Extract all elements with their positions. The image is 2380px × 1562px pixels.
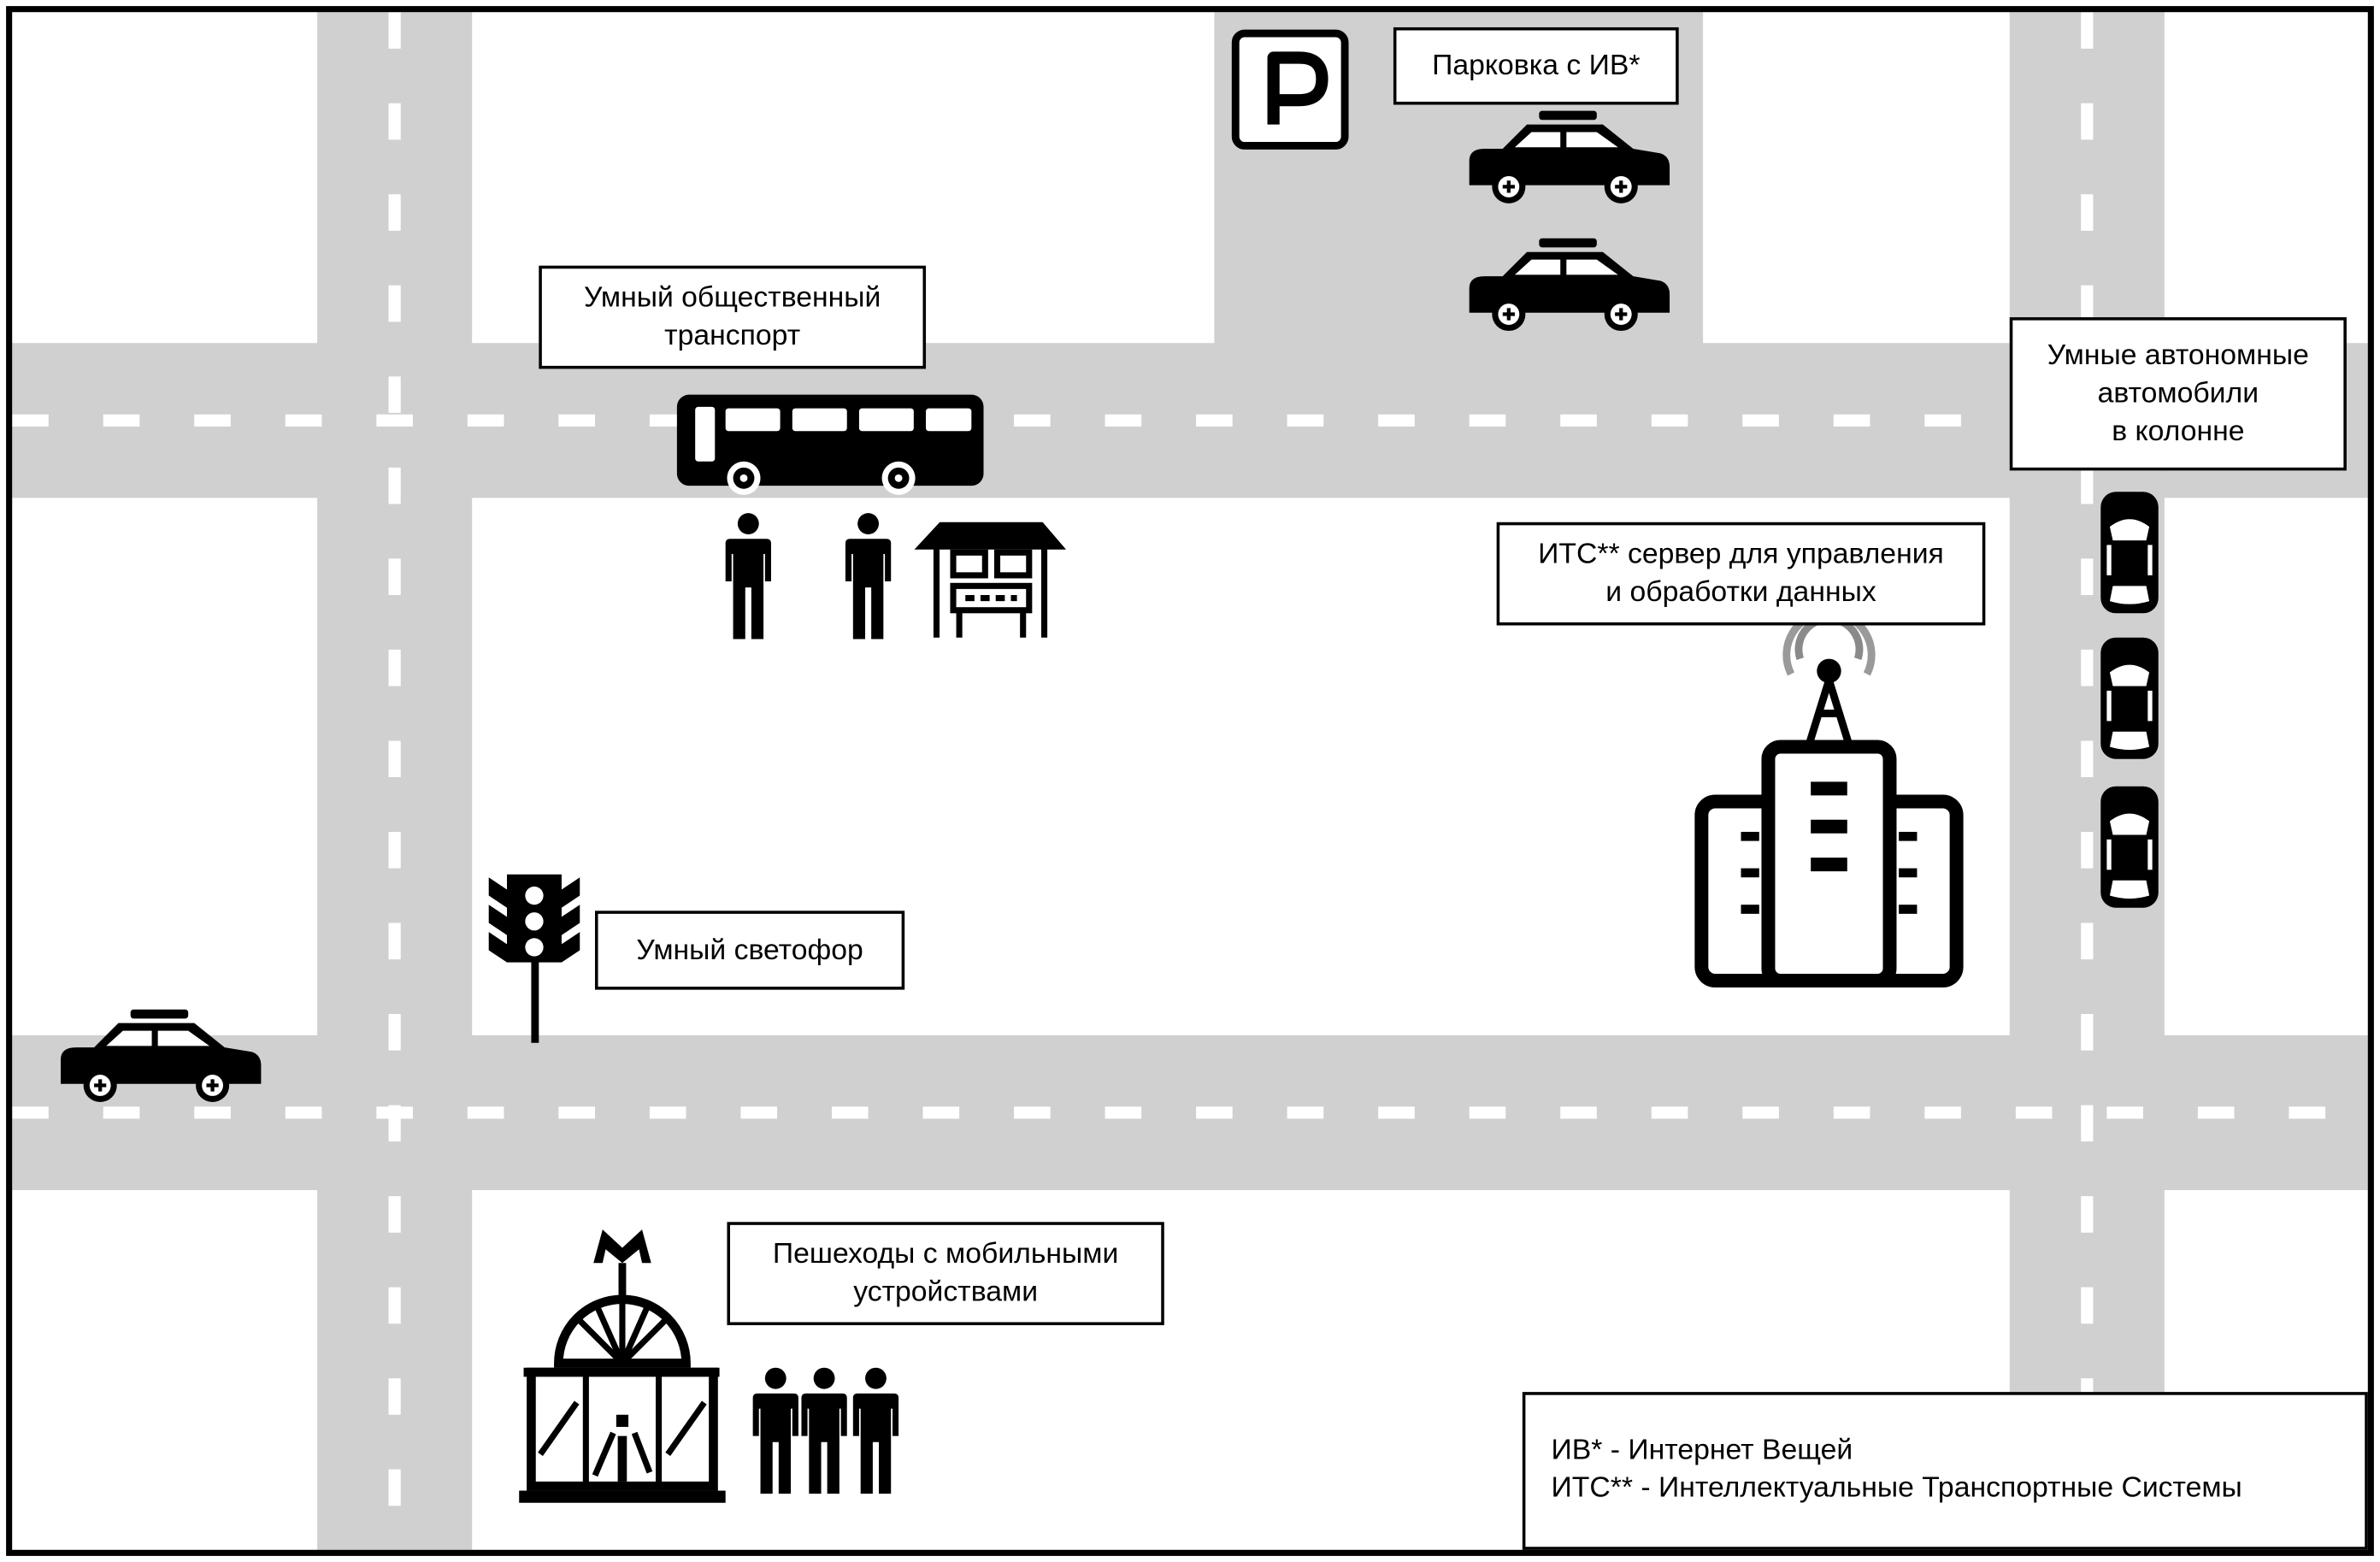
autonomous-cars-label: Умные автономные автомобили в колонне	[2009, 317, 2347, 471]
parking-label: Парковка с ИВ*	[1393, 27, 1679, 105]
legend-its: ИТС** - Интеллектуальные Транспортные Си…	[1551, 1472, 2242, 1505]
smart-transport-label: Умный общественный транспорт	[539, 265, 927, 369]
autonomous-car-icon	[2100, 492, 2159, 614]
pedestrians-label: Пешеходы с мобильными устройствами	[727, 1222, 1164, 1326]
traffic-light-label-text: Умный светофор	[636, 934, 863, 967]
parking-label-text: Парковка с ИВ*	[1432, 50, 1641, 82]
bus-stop-icon	[914, 522, 1067, 638]
metro-station-icon	[519, 1229, 726, 1503]
autonomous-cars-label-line: Умные автономные	[2047, 339, 2309, 372]
legend-iot: ИВ* - Интернет Вещей	[1551, 1434, 1853, 1467]
lane-markings	[12, 12, 2368, 1550]
autonomous-car-icon	[2100, 637, 2159, 759]
its-server-label-line: и обработки данных	[1605, 576, 1876, 609]
pedestrians-label-line: Пешеходы с мобильными	[772, 1238, 1119, 1271]
pedestrians-label-line: устройствами	[853, 1276, 1039, 1309]
autonomous-cars-label-line: автомобили	[2097, 378, 2259, 410]
autonomous-cars-label-line: в колонне	[2112, 416, 2245, 448]
autonomous-car-icon	[2100, 786, 2159, 908]
legend: ИВ* - Интернет Вещей ИТС** - Интеллектуа…	[1522, 1392, 2368, 1550]
traffic-light-icon	[488, 874, 580, 1043]
its-server-label: ИТС** сервер для управления и обработки …	[1496, 522, 1986, 626]
bus-icon	[676, 394, 984, 495]
smart-transport-label-line: Умный общественный	[583, 282, 881, 315]
its-server-label-line: ИТС** сервер для управления	[1538, 539, 1944, 571]
parking-sign-icon	[1231, 29, 1349, 150]
smart-transport-label-line: транспорт	[664, 320, 801, 352]
traffic-light-label: Умный светофор	[594, 911, 905, 990]
